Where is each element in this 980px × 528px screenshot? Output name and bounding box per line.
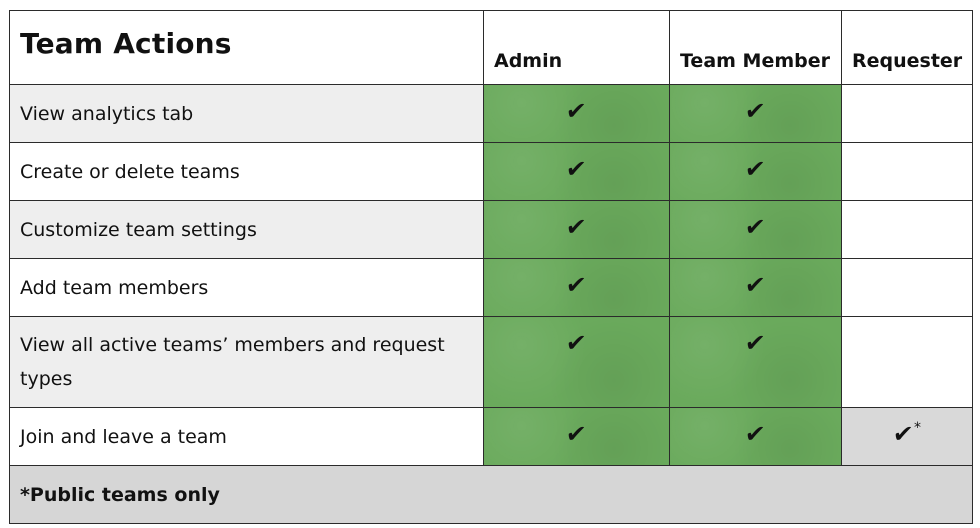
team-member-cell: ✔: [669, 142, 842, 201]
action-label: Create or delete teams: [9, 142, 484, 201]
footnote: *Public teams only: [9, 465, 973, 524]
requester-cell: [841, 200, 973, 259]
check-icon: ✔: [564, 271, 589, 299]
check-icon: ✔: [564, 329, 589, 357]
check-icon: ✔: [564, 420, 589, 448]
footnote-row: *Public teams only: [9, 465, 973, 524]
check-icon: ✔: [743, 271, 768, 299]
check-icon: ✔: [564, 155, 589, 183]
action-label: View analytics tab: [9, 84, 484, 143]
check-icon: ✔: [743, 420, 768, 448]
permissions-table: Team Actions Admin Team Member Requester…: [9, 10, 973, 524]
team-member-cell: ✔: [669, 316, 842, 408]
admin-cell: ✔: [483, 258, 670, 317]
requester-cell: ✔*: [841, 407, 973, 466]
check-icon: ✔: [743, 213, 768, 241]
table-row: View all active teams’ members and reque…: [9, 316, 973, 408]
table-row: Join and leave a team ✔ ✔ ✔*: [9, 407, 973, 466]
admin-cell: ✔: [483, 407, 670, 466]
requester-cell: [841, 142, 973, 201]
team-member-cell: ✔: [669, 258, 842, 317]
table-row: Create or delete teams ✔ ✔: [9, 142, 973, 201]
table-row: Add team members ✔ ✔: [9, 258, 973, 317]
admin-cell: ✔: [483, 200, 670, 259]
table-row: Customize team settings ✔ ✔: [9, 200, 973, 259]
team-member-cell: ✔: [669, 200, 842, 259]
permissions-table-container: Team Actions Admin Team Member Requester…: [9, 10, 973, 524]
requester-cell: [841, 258, 973, 317]
check-icon: ✔: [743, 329, 768, 357]
column-header-admin: Admin: [483, 10, 670, 85]
table-title: Team Actions: [9, 10, 484, 85]
action-label: Customize team settings: [9, 200, 484, 259]
admin-cell: ✔: [483, 84, 670, 143]
requester-cell: [841, 84, 973, 143]
action-label: Join and leave a team: [9, 407, 484, 466]
table-header-row: Team Actions Admin Team Member Requester: [9, 10, 973, 85]
admin-cell: ✔: [483, 316, 670, 408]
admin-cell: ✔: [483, 142, 670, 201]
check-icon: ✔: [743, 155, 768, 183]
action-label: View all active teams’ members and reque…: [9, 316, 484, 408]
table-row: View analytics tab ✔ ✔: [9, 84, 973, 143]
check-icon: ✔: [564, 213, 589, 241]
requester-cell: [841, 316, 973, 408]
check-icon: ✔: [743, 97, 768, 125]
team-member-cell: ✔: [669, 84, 842, 143]
action-label: Add team members: [9, 258, 484, 317]
footnote-marker: *: [914, 420, 922, 436]
column-header-team-member: Team Member: [669, 10, 842, 85]
column-header-requester: Requester: [841, 10, 973, 85]
check-icon: ✔: [564, 97, 589, 125]
check-icon: ✔: [891, 420, 915, 448]
team-member-cell: ✔: [669, 407, 842, 466]
